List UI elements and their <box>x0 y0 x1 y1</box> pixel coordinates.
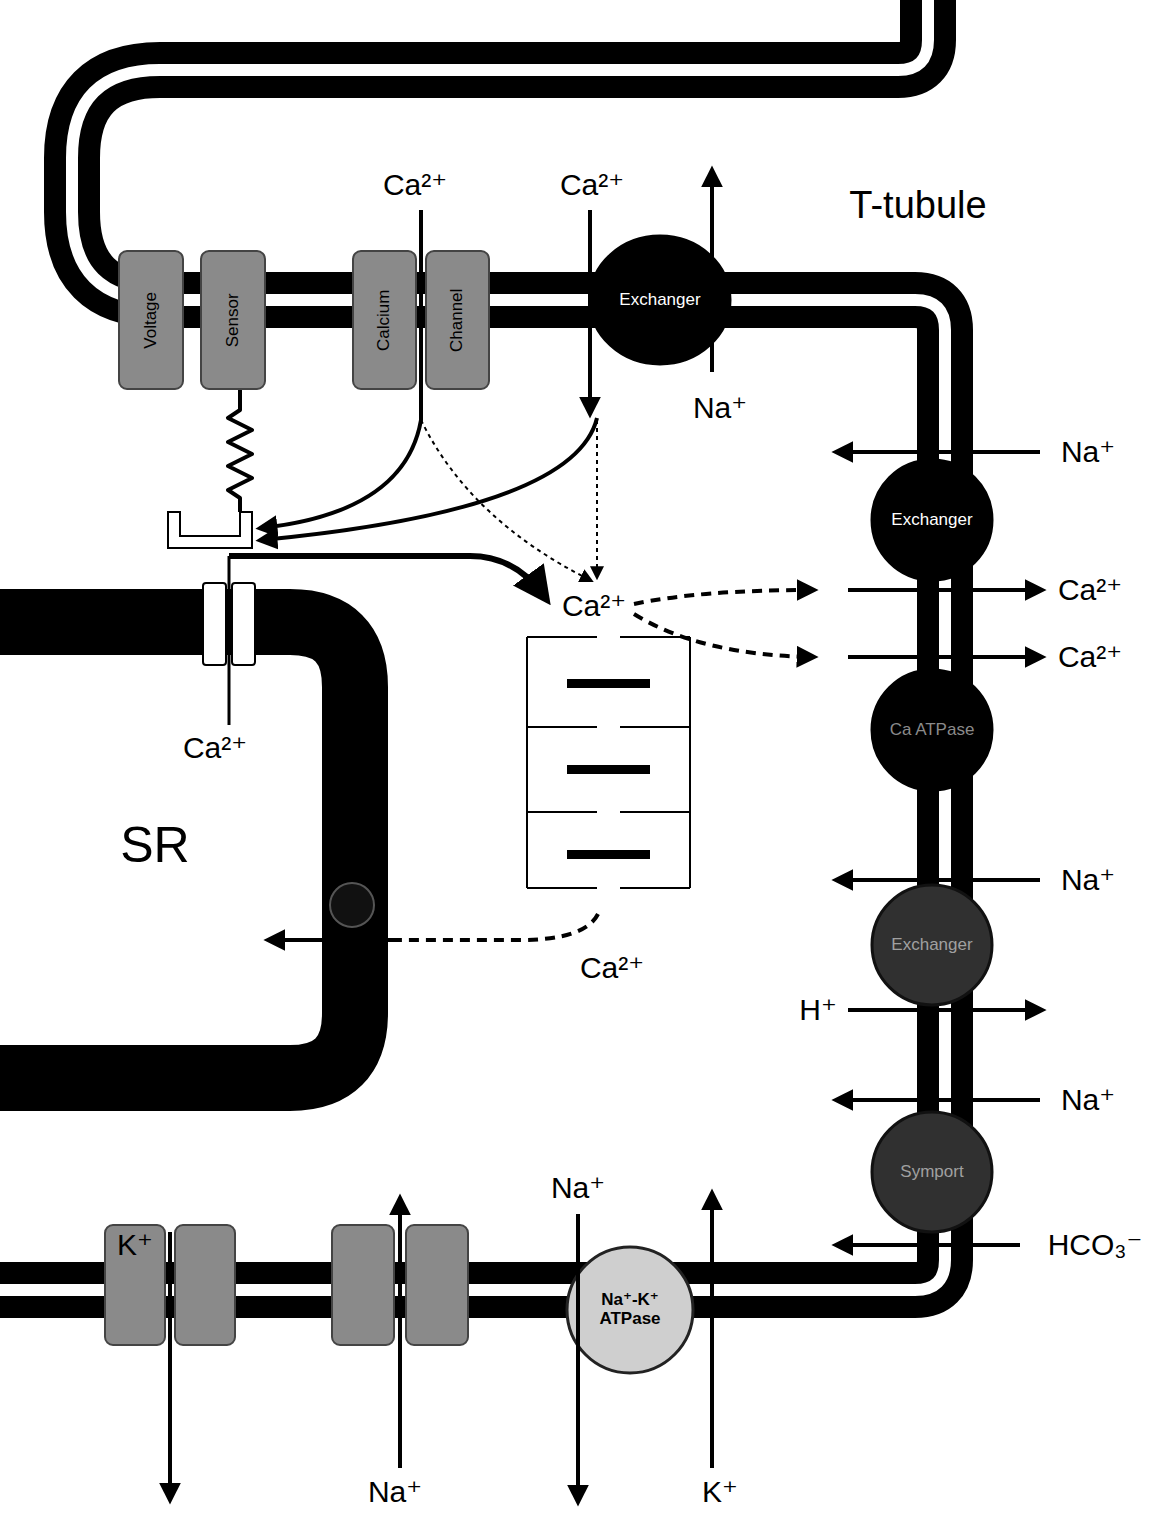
uptake-arrow <box>392 914 598 940</box>
ion-label: Na⁺ <box>1061 1085 1115 1115</box>
node-outline <box>872 885 992 1005</box>
transporter-name: Exchanger <box>891 511 972 530</box>
cell-membrane <box>0 0 945 1290</box>
flux-arrow <box>838 878 1040 882</box>
ion-label: K⁺ <box>117 1230 153 1260</box>
transporter-name: Exchanger <box>619 291 700 310</box>
transporter-name: Voltage <box>142 292 161 349</box>
thin-filament <box>620 811 690 813</box>
efflux-arrow <box>634 614 812 657</box>
ion-label: Ca²⁺ <box>562 591 626 621</box>
thin-filament <box>620 726 690 728</box>
transporter-name: Ca ATPase <box>890 721 975 740</box>
ion-label: Na⁺ <box>1061 437 1115 467</box>
flux-arrow <box>588 210 592 412</box>
thin-filament <box>620 887 690 889</box>
transporter-name: Calcium <box>375 289 394 350</box>
serca-pump <box>330 883 374 927</box>
membrane-core <box>0 0 945 1290</box>
ion-label: Ca²⁺ <box>560 170 624 200</box>
region-label: T-tubule <box>849 186 986 224</box>
flux-arrow <box>262 418 597 540</box>
pump-circle: Na⁺-K⁺ ATPase <box>565 1245 695 1375</box>
region-label: SR <box>120 820 189 870</box>
ion-label: Na⁺ <box>551 1173 605 1203</box>
receptor-foot <box>168 512 252 548</box>
efflux-arrow <box>634 590 812 604</box>
myofilament <box>527 637 690 888</box>
coupling-spring <box>228 390 252 512</box>
symport-circle: Symport <box>870 1110 994 1234</box>
ryanodine-receptor <box>203 583 226 665</box>
flux-arrow <box>710 172 714 372</box>
transporter-name: Symport <box>900 1163 963 1182</box>
transporter-name: Na⁺-K⁺ ATPase <box>590 1291 670 1328</box>
flux-arrow <box>576 1214 580 1500</box>
z-line <box>526 637 528 888</box>
exchanger-circle: Exchanger <box>870 458 994 582</box>
flux-arrow <box>262 210 421 528</box>
flux-arrow <box>838 1243 1020 1247</box>
thin-filament <box>620 636 690 638</box>
node-outline <box>426 251 489 389</box>
thin-filament <box>527 887 597 889</box>
node-outline <box>872 460 992 580</box>
thick-filament <box>567 850 650 859</box>
ion-label: Ca²⁺ <box>580 953 644 983</box>
ion-label: Na⁺ <box>368 1477 422 1507</box>
node-outline <box>567 1247 693 1373</box>
flux-arrow <box>710 1195 714 1468</box>
sodium-channel <box>332 1225 394 1345</box>
ryanodine-receptor <box>232 583 255 665</box>
transporter-name: Sensor <box>224 293 243 347</box>
potassium-channel <box>105 1225 165 1345</box>
exchanger-circle: Exchanger <box>870 883 994 1007</box>
z-line <box>689 637 691 888</box>
flux-arrow <box>838 1098 1040 1102</box>
flux-arrow <box>421 420 590 580</box>
release-arrow <box>229 556 544 596</box>
flux-arrow <box>838 450 1040 454</box>
ion-label: H⁺ <box>799 995 837 1025</box>
flux-arrow <box>398 1200 402 1468</box>
ion-label: Ca²⁺ <box>183 733 247 763</box>
flux-arrow <box>168 1232 172 1498</box>
channel-subunit: Voltage <box>118 250 184 390</box>
flux-arrow <box>596 420 598 576</box>
thin-filament <box>527 726 597 728</box>
node-outline <box>590 236 730 364</box>
release-line <box>228 556 231 725</box>
ion-label: HCO₃⁻ <box>1048 1230 1143 1260</box>
channel-subunit: Sensor <box>200 250 266 390</box>
flux-arrow <box>848 588 1040 592</box>
thick-filament <box>567 765 650 774</box>
sodium-channel <box>406 1225 468 1345</box>
potassium-channel <box>175 1225 235 1345</box>
sarcoplasmic-reticulum <box>0 622 355 1078</box>
ion-label: Na⁺ <box>693 393 747 423</box>
channel-subunit: Channel <box>425 250 490 390</box>
ion-label: Na⁺ <box>1061 865 1115 895</box>
ion-label: K⁺ <box>702 1477 738 1507</box>
flux-arrow <box>848 655 1040 659</box>
node-outline <box>119 251 183 389</box>
flux-arrow <box>848 1008 1040 1012</box>
transporter-name: Channel <box>448 288 467 351</box>
channel-subunit: Calcium <box>352 250 417 390</box>
pump-circle: Ca ATPase <box>870 668 994 792</box>
thick-filament <box>567 679 650 688</box>
uptake-arrow <box>270 938 392 942</box>
node-outline <box>872 670 992 790</box>
thin-filament <box>527 636 597 638</box>
node-outline <box>201 251 265 389</box>
exchanger-circle: Exchanger <box>588 234 732 366</box>
ion-label: Ca²⁺ <box>1058 642 1122 672</box>
ion-label: Ca²⁺ <box>1058 575 1122 605</box>
ion-label: Ca²⁺ <box>383 170 447 200</box>
transporter-name: Exchanger <box>891 936 972 955</box>
node-outline <box>872 1112 992 1232</box>
node-outline <box>353 251 416 389</box>
thin-filament <box>527 811 597 813</box>
